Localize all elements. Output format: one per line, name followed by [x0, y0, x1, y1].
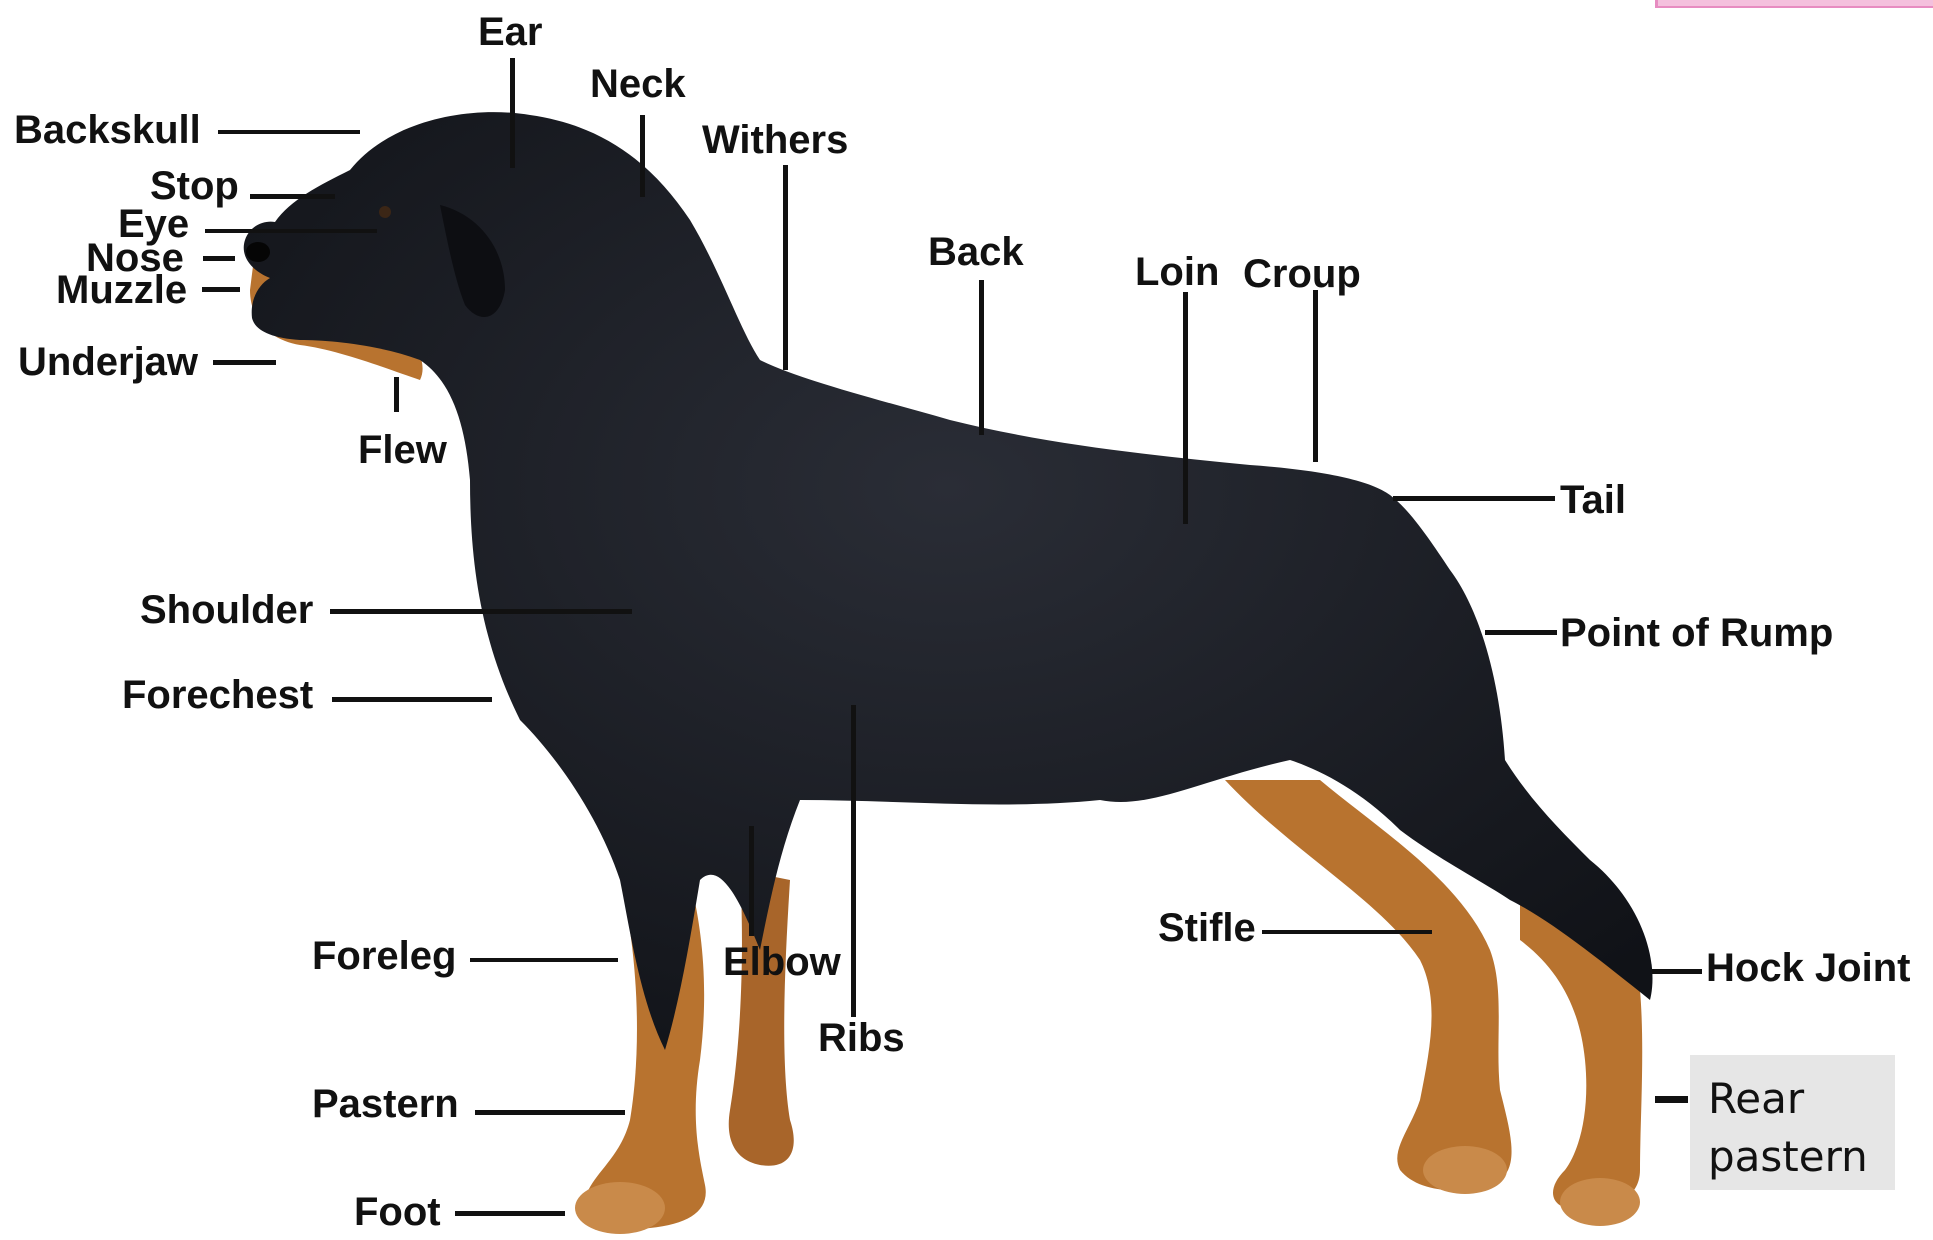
leader-flew	[394, 377, 399, 412]
label-foreleg: Foreleg	[312, 936, 456, 976]
leader-forechest	[332, 697, 492, 702]
label-pastern: Pastern	[312, 1084, 459, 1124]
leader-neck	[640, 115, 645, 197]
label-foot: Foot	[354, 1192, 441, 1232]
leader-loin	[1183, 292, 1188, 524]
rear-pastern-line1: Rear	[1708, 1070, 1868, 1128]
label-shoulder: Shoulder	[140, 590, 313, 630]
leader-elbow	[749, 826, 754, 936]
rear-pastern-note: Rear pastern	[1708, 1070, 1868, 1186]
label-point-of-rump: Point of Rump	[1560, 613, 1833, 653]
leader-withers	[783, 165, 788, 370]
label-hock-joint: Hock Joint	[1706, 948, 1910, 988]
label-stop: Stop	[150, 166, 239, 206]
leader-eye	[205, 229, 377, 233]
label-tail: Tail	[1560, 480, 1626, 520]
leader-stifle	[1262, 930, 1432, 934]
label-stifle: Stifle	[1158, 908, 1256, 948]
leader-hock-joint	[1652, 969, 1702, 974]
leader-back	[979, 280, 984, 435]
leader-ear	[510, 58, 515, 168]
leader-pastern	[475, 1110, 625, 1115]
leader-muzzle	[202, 287, 240, 292]
label-neck: Neck	[590, 64, 686, 104]
leader-nose	[203, 256, 235, 261]
label-ribs: Ribs	[818, 1018, 905, 1058]
leader-croup	[1313, 290, 1318, 462]
leader-foreleg	[470, 958, 618, 962]
leader-stop	[250, 194, 335, 199]
label-elbow: Elbow	[723, 942, 841, 982]
label-ear: Ear	[478, 12, 543, 52]
leader-shoulder	[330, 609, 632, 614]
dog-eye	[379, 206, 391, 218]
leader-backskull	[218, 130, 360, 134]
paws	[575, 1146, 1640, 1234]
leader-rear-pastern	[1655, 1096, 1688, 1103]
label-withers: Withers	[702, 120, 848, 160]
leader-underjaw	[213, 360, 276, 365]
label-loin: Loin	[1135, 252, 1219, 292]
leader-ribs	[851, 705, 856, 1017]
label-underjaw: Underjaw	[18, 342, 198, 382]
dog-nose	[246, 242, 270, 262]
label-forechest: Forechest	[122, 675, 313, 715]
leader-point-of-rump	[1485, 630, 1557, 635]
label-muzzle: Muzzle	[56, 270, 187, 310]
leader-foot	[455, 1211, 565, 1216]
leader-tail	[1393, 496, 1555, 501]
label-backskull: Backskull	[14, 110, 201, 150]
label-flew: Flew	[358, 430, 447, 470]
rear-pastern-line2: pastern	[1708, 1128, 1868, 1186]
label-croup: Croup	[1243, 254, 1361, 294]
label-back: Back	[928, 232, 1024, 272]
